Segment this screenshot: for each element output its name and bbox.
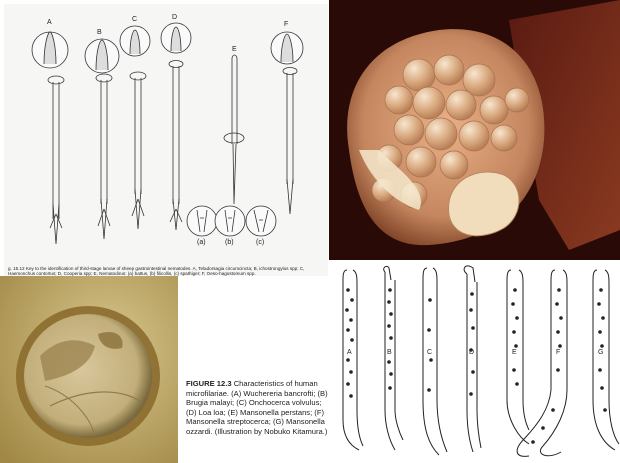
mf-label-c: C <box>427 349 432 356</box>
larva-a <box>32 32 68 244</box>
larva-e <box>187 55 276 236</box>
label-e-b: (b) <box>225 239 234 246</box>
larvae-key-figure: A B C D <box>4 4 328 276</box>
figure-caption-panel: FIGURE 12.3 Characteristics of human mic… <box>178 276 329 463</box>
larva-d <box>161 23 191 230</box>
label-e-a: (a) <box>197 239 206 246</box>
label-a: A <box>47 19 52 26</box>
label-c: C <box>132 16 137 23</box>
cyst-specimen-image <box>329 0 620 260</box>
mf-label-a: A <box>347 349 352 356</box>
mf-label-e: E <box>512 349 517 356</box>
larvae-key-caption: g. 15.12 Key to the identification of th… <box>8 266 326 276</box>
label-f: F <box>284 21 288 28</box>
larva-b <box>85 39 119 239</box>
mf-label-d: D <box>469 349 474 356</box>
larva-c <box>120 26 150 229</box>
mf-label-g: G <box>598 349 603 356</box>
figure-caption: FIGURE 12.3 Characteristics of human mic… <box>186 379 328 437</box>
mf-label-b: B <box>387 349 392 356</box>
microfilaria-g <box>593 270 619 450</box>
label-b: B <box>97 29 102 36</box>
microfilariae-drawing: A B C D E F G <box>329 260 620 463</box>
figure-label: FIGURE 12.3 <box>186 379 232 388</box>
microfilaria-b <box>384 266 403 450</box>
mf-label-f: F <box>556 349 560 356</box>
cyst-specimen-photo <box>329 0 620 260</box>
larvae-key-drawing: A B C D <box>4 4 328 276</box>
microfilaria-c <box>423 268 447 455</box>
label-e: E <box>232 46 237 53</box>
larva-f <box>271 32 303 214</box>
microfilariae-figure: A B C D E F G <box>329 260 620 463</box>
egg-micrograph <box>0 276 178 463</box>
nuclei <box>345 288 607 444</box>
microfilaria-a <box>343 270 363 450</box>
label-d: D <box>172 14 177 21</box>
microfilaria-e <box>507 270 529 444</box>
egg-micrograph-image <box>0 276 178 463</box>
label-e-c: (c) <box>256 239 264 246</box>
